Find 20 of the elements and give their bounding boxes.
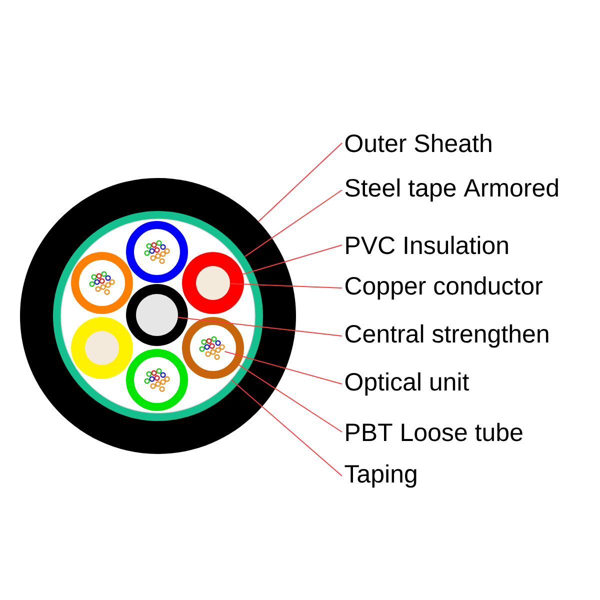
part-label: Outer Sheath <box>345 134 492 152</box>
conductor-core <box>85 331 119 365</box>
leader-line <box>242 244 342 275</box>
strength-member <box>136 294 178 336</box>
leader-line <box>238 364 342 432</box>
part-label: Optical unit <box>345 372 470 396</box>
conductor-core <box>196 266 230 300</box>
leader-line <box>244 190 342 258</box>
part-label: Taping <box>344 464 416 488</box>
leader-line <box>258 142 342 222</box>
part-label: Central strengthen <box>345 324 548 348</box>
fiber-bundle <box>199 336 225 360</box>
part-label: PVC Insulation <box>346 236 508 254</box>
leader-line <box>224 351 342 384</box>
part-label: Copper conductor <box>345 276 542 300</box>
leader-line <box>231 379 342 476</box>
leader-line <box>230 283 342 288</box>
part-label: Steel tape Armored <box>345 178 558 202</box>
part-label: PBT Loose tube <box>346 422 522 442</box>
leader-line <box>178 316 342 336</box>
